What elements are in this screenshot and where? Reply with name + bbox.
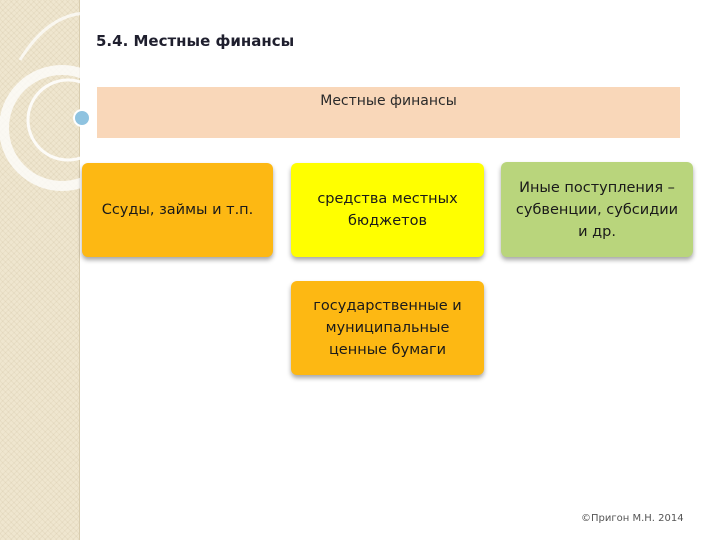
node-local-budget-funds: средства местных бюджетов [291,163,484,257]
slide-title: 5.4. Местные финансы [96,32,295,50]
copyright-text: ©Пригон М.Н. 2014 [581,513,684,524]
node-loans: Ссуды, займы и т.п. [82,163,273,257]
node-other-receipts-label: Иные поступления – субвенции, субсидии и… [515,179,679,240]
node-local-budget-funds-label: средства местных бюджетов [317,191,458,229]
decorative-sidebar [0,0,80,540]
node-securities: государственные и муниципальные ценные б… [291,281,484,375]
node-other-receipts: Иные поступления – субвенции, субсидии и… [501,162,693,257]
root-node-label: Местные финансы [320,93,457,109]
node-loans-label: Ссуды, займы и т.п. [101,202,254,218]
node-securities-label: государственные и муниципальные ценные б… [313,298,462,358]
root-node-local-finances: Местные финансы [97,87,680,138]
